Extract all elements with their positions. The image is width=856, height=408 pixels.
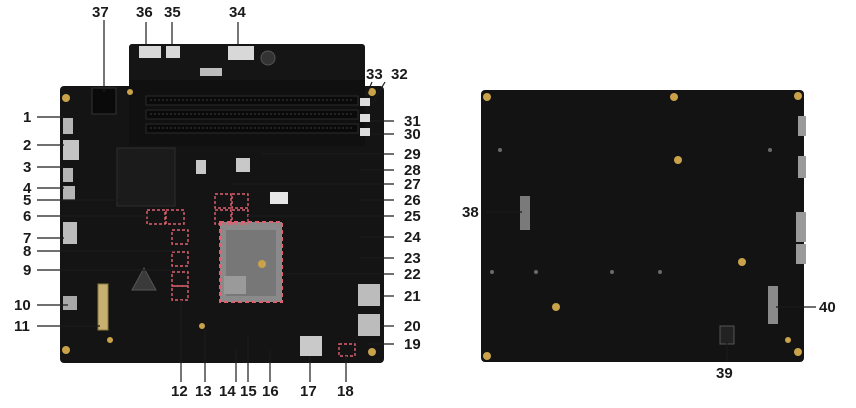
label-39: 39: [716, 365, 733, 382]
label-30: 30: [404, 126, 421, 143]
label-24: 24: [404, 229, 421, 246]
label-17: 17: [300, 383, 317, 400]
label-29: 29: [404, 146, 421, 163]
label-18: 18: [337, 383, 354, 400]
white-connector: [139, 46, 161, 58]
board-bottom-view: [481, 90, 806, 362]
label-38: 38: [462, 204, 479, 221]
top-extension-pcb: [129, 44, 365, 86]
board-top-view: [60, 44, 384, 363]
power-section: [116, 147, 176, 207]
label-27: 27: [404, 176, 421, 193]
label-15: 15: [240, 383, 257, 400]
label-37: 37: [92, 4, 109, 21]
label-31: 31: [404, 113, 421, 130]
label-12: 12: [171, 383, 188, 400]
label-6: 6: [23, 208, 32, 225]
slot-38: [520, 196, 530, 230]
slot-40: [768, 286, 778, 324]
label-11: 11: [14, 318, 30, 335]
bottom-pcb: [481, 90, 804, 362]
label-2: 2: [23, 137, 32, 154]
label-16: 16: [262, 383, 279, 400]
callout-boxes: [146, 193, 356, 357]
label-40: 40: [819, 299, 836, 316]
label-26: 26: [404, 192, 421, 209]
label-36: 36: [136, 4, 153, 21]
label-19: 19: [404, 336, 421, 353]
label-5: 5: [23, 192, 32, 209]
label-8: 8: [23, 243, 32, 260]
label-35: 35: [164, 4, 181, 21]
label-22: 22: [404, 266, 421, 283]
label-28: 28: [404, 162, 421, 179]
label-3: 3: [23, 159, 32, 176]
leader-lines-right: [486, 211, 816, 362]
label-9: 9: [23, 262, 32, 279]
label-4: 4: [23, 180, 32, 197]
leader-lines-left: [37, 20, 394, 382]
label-34: 34: [229, 4, 246, 21]
label-21: 21: [404, 288, 421, 305]
label-32: 32: [391, 66, 408, 83]
label-20: 20: [404, 318, 421, 335]
label-23: 23: [404, 250, 421, 267]
label-1: 1: [23, 109, 32, 126]
label-25: 25: [404, 208, 421, 225]
label-7: 7: [23, 230, 32, 247]
label-10: 10: [14, 297, 31, 314]
label-33: 33: [366, 66, 383, 83]
label-13: 13: [195, 383, 212, 400]
usb-port: [358, 284, 380, 306]
label-14: 14: [219, 383, 236, 400]
